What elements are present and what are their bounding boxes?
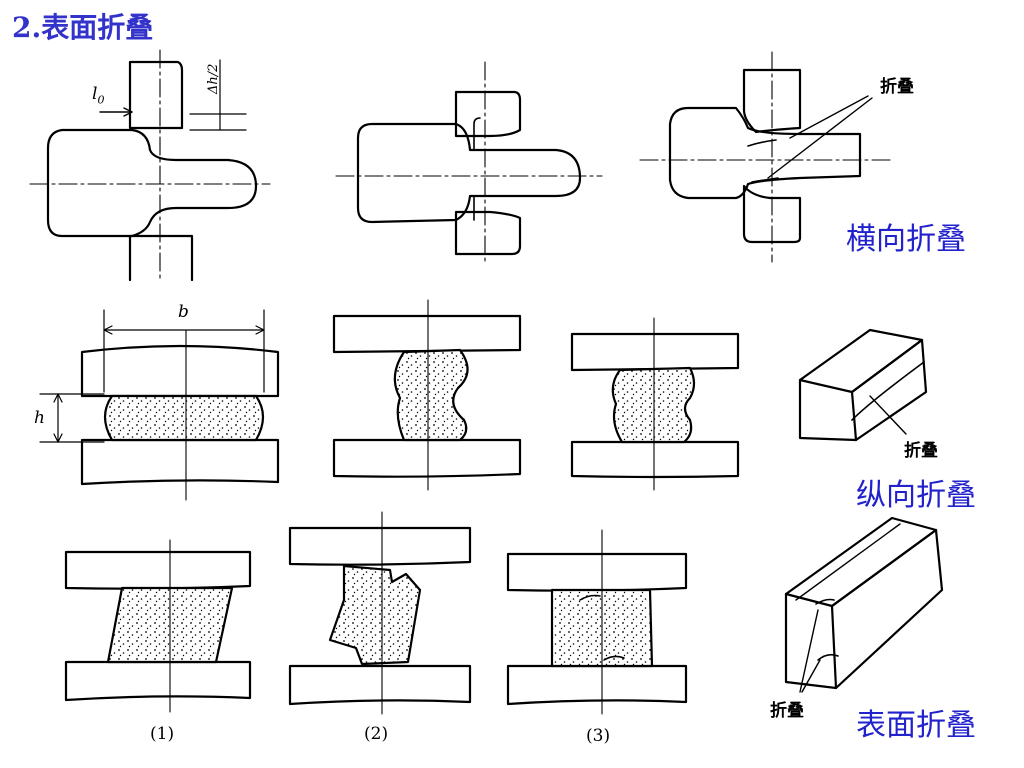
page-title: 2.表面折叠 [12,11,154,44]
fig-surface-3 [506,552,688,706]
fold-label-top: 折叠 [880,77,914,97]
fig-surface-2 [288,526,472,706]
dim-l0: l0 [92,84,105,107]
dim-h: h [34,408,45,428]
caption-2: (2) [364,724,389,744]
fig-transverse-middle [356,90,582,256]
dim-b: b [178,302,189,322]
box-surface [784,516,944,693]
fig-surface-1 [64,550,252,702]
label-surface-fold: 表面折叠 [856,708,976,743]
fold-label-bottom: 折叠 [770,701,804,721]
fold-label-middle: 折叠 [904,441,938,461]
fig-long-middle [332,314,522,478]
caption-3: (3) [586,726,611,746]
box-longitudinal [798,328,928,442]
label-longitudinal-fold: 纵向折叠 [856,478,976,513]
label-transverse-fold: 横向折叠 [846,222,966,257]
fig-long-initial [39,309,280,486]
fig-transverse-final [668,68,873,244]
fig-transverse-initial [46,59,258,282]
dim-delta-h: Δh/2 [206,63,221,94]
caption-1: (1) [150,724,175,744]
fig-long-final [570,332,740,479]
